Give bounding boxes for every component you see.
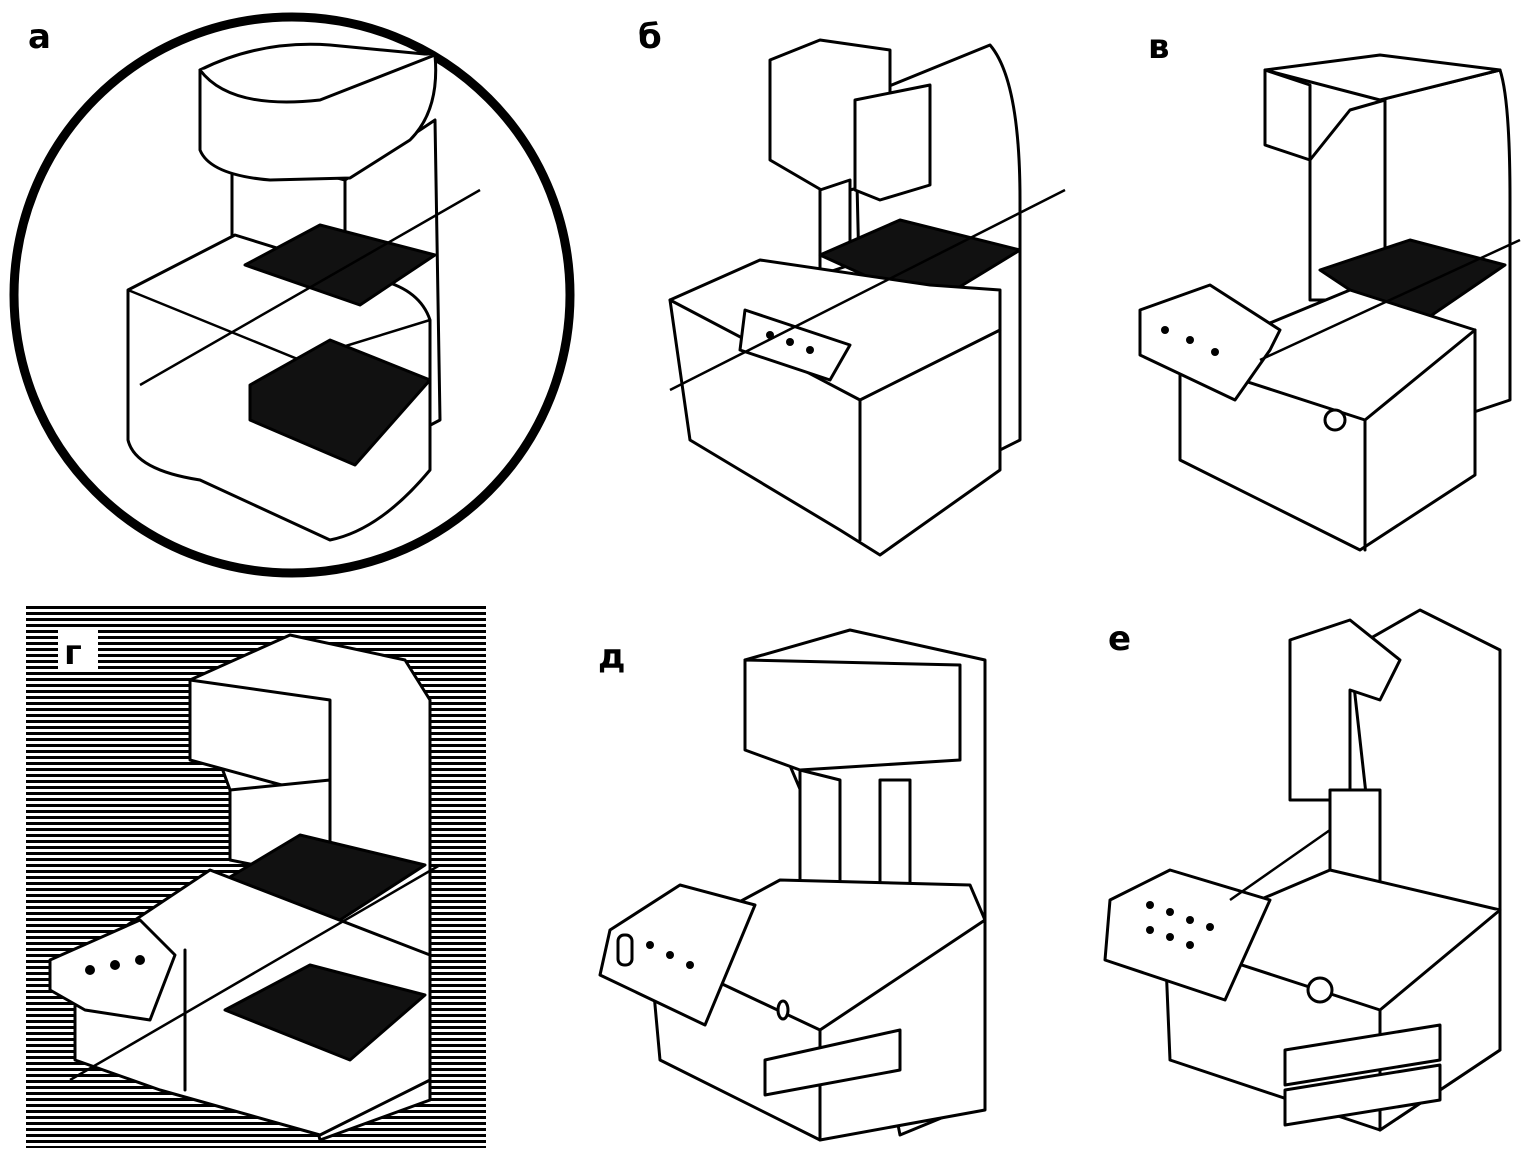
panel-d: д [598,628,987,1142]
panel-v: в [1138,27,1521,552]
panel-g: г [26,604,486,1148]
panel-b-label: б [638,17,662,57]
machine-e [1103,608,1502,1132]
panel-a-circle [9,12,575,578]
panel-d-label: д [598,637,625,677]
machine-v [1138,53,1521,552]
panel-g-label: г [64,633,82,673]
machine-d [598,628,987,1142]
panel-e: е [1103,608,1502,1132]
panel-g-label-box [58,630,98,670]
panel-e-label: е [1108,619,1131,659]
machine-a [126,42,481,542]
panel-b: б [638,17,1066,557]
panel-v-label: в [1148,27,1170,67]
panel-a: а [9,12,575,578]
machine-g [48,633,441,1142]
machine-b [668,38,1066,557]
panel-a-label: а [28,17,51,57]
